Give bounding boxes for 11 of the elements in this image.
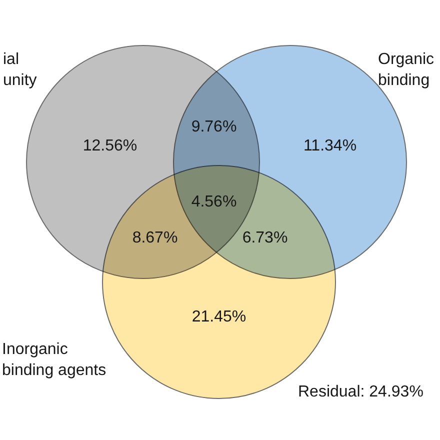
percentage-label: 6.73% xyxy=(242,228,288,248)
percentage-label: 12.56% xyxy=(82,136,138,156)
set-label: Inorganic binding agents xyxy=(2,340,108,381)
percentage-label: 9.76% xyxy=(191,118,237,136)
set-label: Organic binding xyxy=(378,50,436,91)
residual-label: Residual: 24.93% xyxy=(298,382,424,402)
percentage-label: 4.56% xyxy=(191,192,237,212)
percentage-label: 21.45% xyxy=(192,308,246,326)
set-label: ial unity xyxy=(3,50,38,91)
percentage-label: 11.34% xyxy=(303,136,357,156)
percentage-label: 8.67% xyxy=(132,228,178,248)
